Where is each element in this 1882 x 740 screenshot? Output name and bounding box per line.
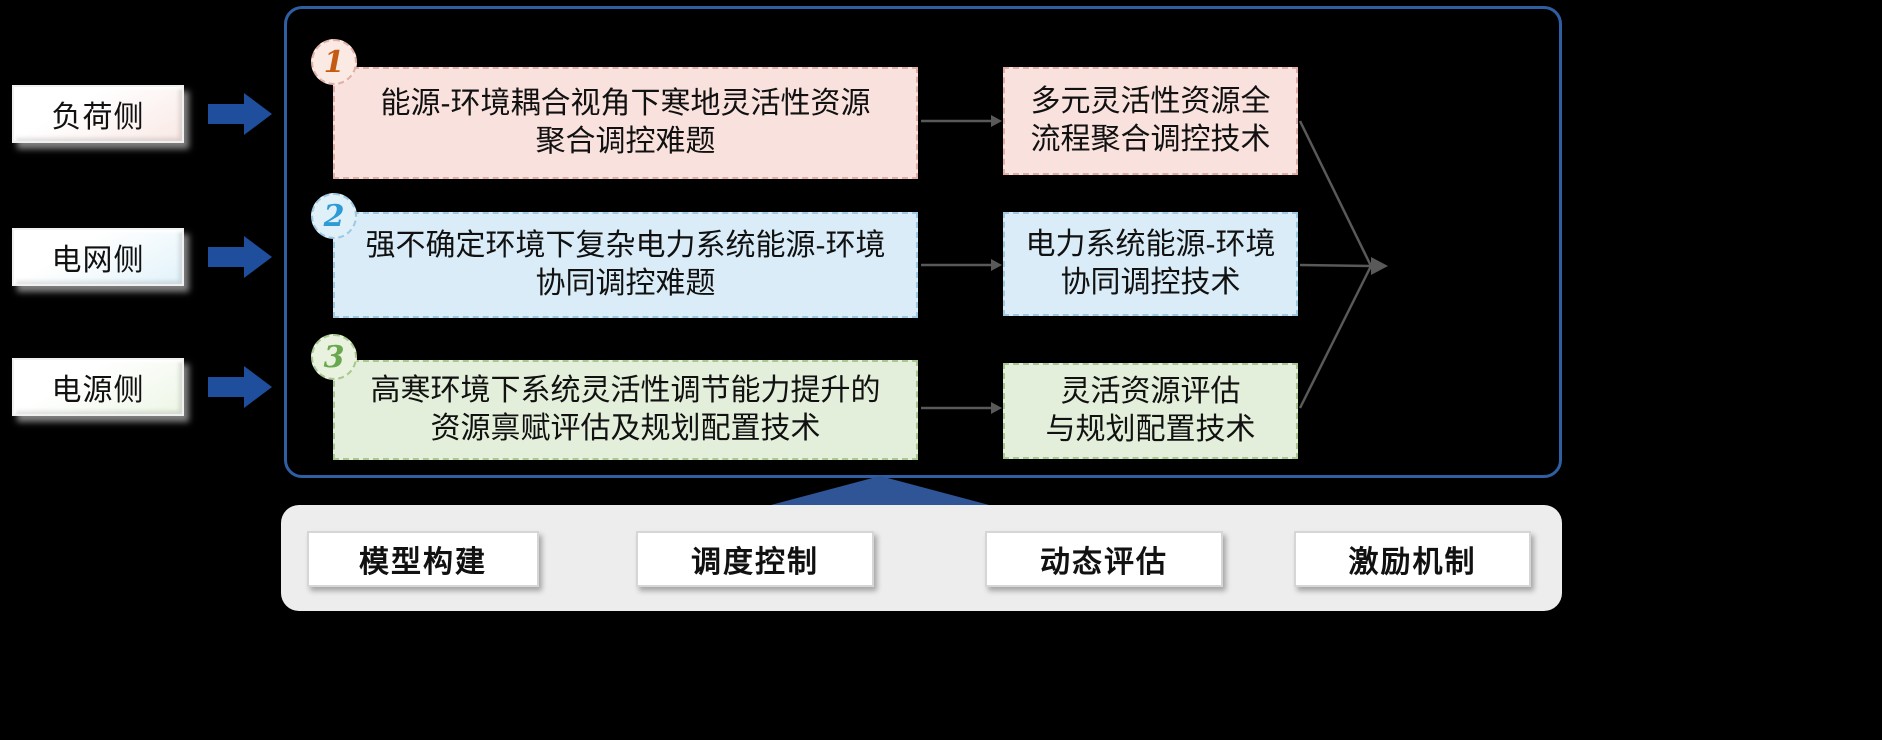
bottom-item-dynamic-evaluation: 动态评估 — [985, 531, 1223, 587]
bottom-item-label: 激励机制 — [1348, 546, 1477, 579]
row2-problem-box: 强不确定环境下复杂电力系统能源-环境 协同调控难题 — [333, 212, 918, 318]
converge-arrow-icon — [1299, 120, 1388, 409]
bottom-bar: 模型构建 调度控制 动态评估 激励机制 — [281, 505, 1562, 611]
row3-number: 3 — [323, 339, 345, 375]
row1-tech-line2: 流程聚合调控技术 — [1030, 123, 1271, 156]
row1-tech-line1: 多元灵活性资源全 — [1030, 85, 1271, 119]
row2-number: 2 — [323, 198, 345, 234]
row2-problem-line2: 协同调控难题 — [535, 267, 716, 300]
left-label-text: 电网侧 — [51, 244, 145, 277]
row1-problem-line1: 能源-环境耦合视角下寒地灵活性资源 — [380, 87, 871, 121]
problem-to-tech-arrow-icon — [921, 115, 1002, 127]
row2-tech-line1: 电力系统能源-环境 — [1025, 228, 1276, 262]
flow-arrow-icon — [208, 236, 272, 278]
row1-problem-box: 能源-环境耦合视角下寒地灵活性资源 聚合调控难题 — [333, 67, 918, 179]
bottom-item-incentive-mechanism: 激励机制 — [1294, 531, 1531, 587]
bottom-item-dispatch-control: 调度控制 — [636, 531, 874, 587]
row3-number-badge: 3 — [311, 334, 357, 380]
problem-to-tech-arrow-icon — [921, 402, 1002, 414]
row3-tech-line2: 与规划配置技术 — [1045, 413, 1256, 446]
bottom-item-model-building: 模型构建 — [307, 531, 539, 587]
row3-problem-line2: 资源禀赋评估及规划配置技术 — [430, 412, 821, 445]
problem-to-tech-arrow-icon — [921, 259, 1002, 271]
left-label-text: 电源侧 — [51, 374, 145, 407]
left-label-grid-side: 电网侧 — [12, 228, 184, 286]
bottom-item-label: 动态评估 — [1040, 546, 1168, 579]
left-label-load-side: 负荷侧 — [12, 85, 184, 143]
row1-number: 1 — [323, 44, 345, 80]
row3-tech-line1: 灵活资源评估 — [1060, 375, 1241, 409]
row2-tech-line2: 协同调控技术 — [1060, 266, 1241, 299]
left-label-source-side: 电源侧 — [12, 358, 184, 416]
row2-problem-line1: 强不确定环境下复杂电力系统能源-环境 — [365, 229, 886, 263]
row1-tech-box: 多元灵活性资源全 流程聚合调控技术 — [1003, 67, 1298, 175]
bottom-item-label: 模型构建 — [359, 546, 487, 579]
row1-problem-line2: 聚合调控难题 — [535, 125, 716, 158]
main-panel: 1 能源-环境耦合视角下寒地灵活性资源 聚合调控难题 多元灵活性资源全 流程聚合… — [284, 6, 1562, 478]
flow-arrow-icon — [208, 93, 272, 135]
left-label-text: 负荷侧 — [51, 101, 145, 134]
up-triangle-icon — [752, 476, 1008, 510]
flow-arrow-icon — [208, 366, 272, 408]
row3-tech-box: 灵活资源评估 与规划配置技术 — [1003, 363, 1298, 459]
row2-number-badge: 2 — [311, 193, 357, 239]
row2-tech-box: 电力系统能源-环境 协同调控技术 — [1003, 212, 1298, 316]
row1-number-badge: 1 — [311, 39, 357, 85]
row3-problem-line1: 高寒环境下系统灵活性调节能力提升的 — [370, 374, 881, 408]
bottom-item-label: 调度控制 — [691, 546, 819, 579]
row3-problem-box: 高寒环境下系统灵活性调节能力提升的 资源禀赋评估及规划配置技术 — [333, 360, 918, 460]
